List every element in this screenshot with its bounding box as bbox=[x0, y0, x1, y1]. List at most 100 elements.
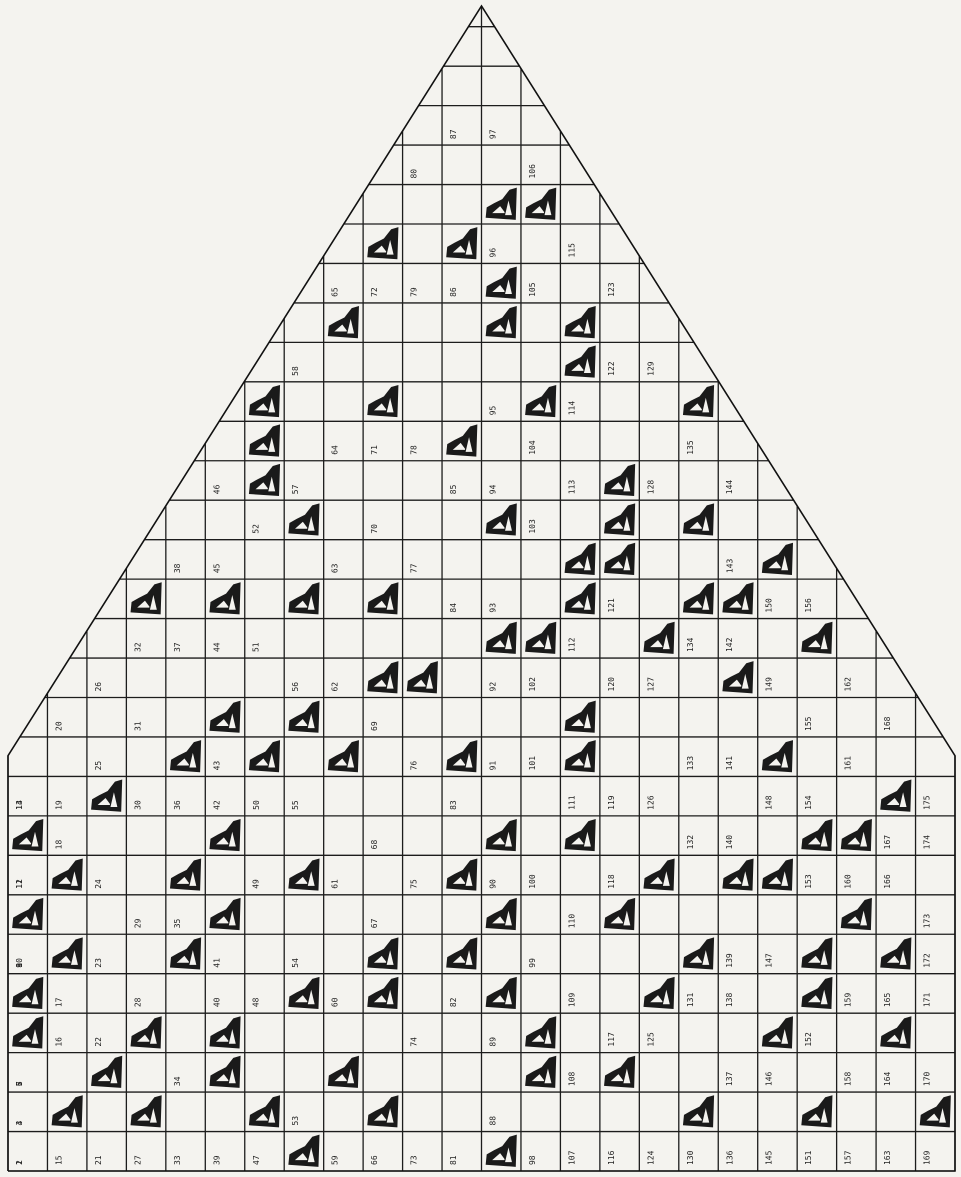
chart-mark bbox=[525, 622, 556, 654]
cell-number: 29 bbox=[133, 918, 142, 928]
chart-mark bbox=[209, 701, 240, 733]
chart-mark bbox=[446, 740, 477, 772]
cell-number: 172 bbox=[923, 953, 932, 968]
chart-mark bbox=[486, 819, 517, 851]
cell-number: 141 bbox=[725, 756, 734, 771]
cell-number: 136 bbox=[725, 1150, 734, 1165]
cell-number: 48 bbox=[252, 997, 261, 1007]
cell-number: 175 bbox=[923, 795, 932, 810]
cell-number: 100 bbox=[528, 874, 537, 889]
chart-mark bbox=[722, 582, 753, 614]
cell-number: 124 bbox=[646, 1150, 655, 1165]
chart-mark bbox=[367, 385, 398, 417]
cell-number: 110 bbox=[567, 914, 576, 929]
chart-mark bbox=[643, 977, 674, 1009]
cell-number: 44 bbox=[212, 642, 221, 652]
chart-mark bbox=[722, 858, 753, 890]
cell-number: 121 bbox=[607, 598, 616, 613]
cell-number: 140 bbox=[725, 835, 734, 850]
chart-mark bbox=[683, 1095, 714, 1127]
cell-number: 156 bbox=[804, 598, 813, 613]
cell-number: 143 bbox=[725, 558, 734, 573]
cell-number: 4 bbox=[15, 1121, 24, 1126]
cell-number: 74 bbox=[410, 1037, 419, 1047]
cell-number: 106 bbox=[528, 164, 537, 179]
cell-number: 154 bbox=[804, 795, 813, 810]
chart-mark bbox=[762, 740, 793, 772]
chart-mark bbox=[249, 1095, 280, 1127]
chart-mark bbox=[880, 937, 911, 969]
chart-mark bbox=[604, 1056, 635, 1088]
cell-number: 47 bbox=[252, 1155, 261, 1165]
cell-number: 112 bbox=[567, 637, 576, 652]
cell-number: 62 bbox=[331, 682, 340, 692]
cell-number: 101 bbox=[528, 756, 537, 771]
chart-mark bbox=[486, 1135, 517, 1167]
chart-mark bbox=[249, 740, 280, 772]
chart-mark bbox=[52, 858, 83, 890]
chart-mark bbox=[209, 1056, 240, 1088]
cell-number: 148 bbox=[765, 795, 774, 810]
chart-mark bbox=[367, 937, 398, 969]
cell-number: 146 bbox=[765, 1071, 774, 1086]
cell-number: 126 bbox=[646, 795, 655, 810]
chart-mark bbox=[446, 424, 477, 456]
cell-number: 97 bbox=[489, 129, 498, 139]
cell-number: 159 bbox=[844, 993, 853, 1008]
cell-number: 81 bbox=[449, 1155, 458, 1165]
cell-number: 77 bbox=[410, 563, 419, 573]
cell-number: 164 bbox=[883, 1071, 892, 1086]
cell-number: 103 bbox=[528, 519, 537, 534]
chart-mark bbox=[486, 622, 517, 654]
cell-number: 87 bbox=[449, 129, 458, 139]
cell-number: 45 bbox=[212, 563, 221, 573]
cell-number: 76 bbox=[410, 761, 419, 771]
cell-number: 55 bbox=[291, 800, 300, 810]
chart-mark bbox=[565, 345, 596, 377]
cell-number: 152 bbox=[804, 1032, 813, 1047]
chart-mark bbox=[801, 1095, 832, 1127]
cell-number: 31 bbox=[133, 721, 142, 731]
cell-number: 71 bbox=[370, 445, 379, 455]
chart-mark bbox=[367, 1095, 398, 1127]
chart-mark bbox=[486, 188, 517, 220]
chart-mark bbox=[525, 1056, 556, 1088]
chart-mark bbox=[328, 306, 359, 338]
chart-mark bbox=[249, 464, 280, 496]
chart-mark bbox=[486, 503, 517, 535]
chart-mark bbox=[170, 937, 201, 969]
cell-number: 64 bbox=[331, 445, 340, 455]
cell-number: 166 bbox=[883, 874, 892, 889]
cell-number: 169 bbox=[923, 1150, 932, 1165]
cell-number: 57 bbox=[291, 484, 300, 494]
cell-number: 68 bbox=[370, 840, 379, 850]
chart-mark bbox=[12, 977, 43, 1009]
cell-number: 116 bbox=[607, 1150, 616, 1165]
chart-mark bbox=[801, 977, 832, 1009]
chart-mark bbox=[525, 385, 556, 417]
cell-number: 118 bbox=[607, 874, 616, 889]
cell-number: 15 bbox=[54, 1155, 63, 1165]
cell-number: 26 bbox=[94, 682, 103, 692]
cell-number: 66 bbox=[370, 1155, 379, 1165]
cell-number: 138 bbox=[725, 993, 734, 1008]
cell-number: 60 bbox=[331, 997, 340, 1007]
cell-number: 107 bbox=[567, 1150, 576, 1165]
cell-number: 52 bbox=[252, 524, 261, 534]
cell-number: 125 bbox=[646, 1032, 655, 1047]
cell-number: 96 bbox=[489, 248, 498, 258]
chart-mark bbox=[446, 227, 477, 259]
cell-number: 144 bbox=[725, 480, 734, 495]
cell-number: 32 bbox=[133, 642, 142, 652]
cell-number: 53 bbox=[291, 1116, 300, 1126]
chart-mark bbox=[801, 937, 832, 969]
chart-mark bbox=[328, 740, 359, 772]
cell-number: 10 bbox=[15, 958, 24, 968]
cell-number: 39 bbox=[212, 1155, 221, 1165]
cell-number: 133 bbox=[686, 756, 695, 771]
chart-mark bbox=[801, 622, 832, 654]
cell-number: 165 bbox=[883, 993, 892, 1008]
chart-mark bbox=[604, 543, 635, 575]
chart-mark bbox=[288, 977, 319, 1009]
cell-number: 42 bbox=[212, 800, 221, 810]
